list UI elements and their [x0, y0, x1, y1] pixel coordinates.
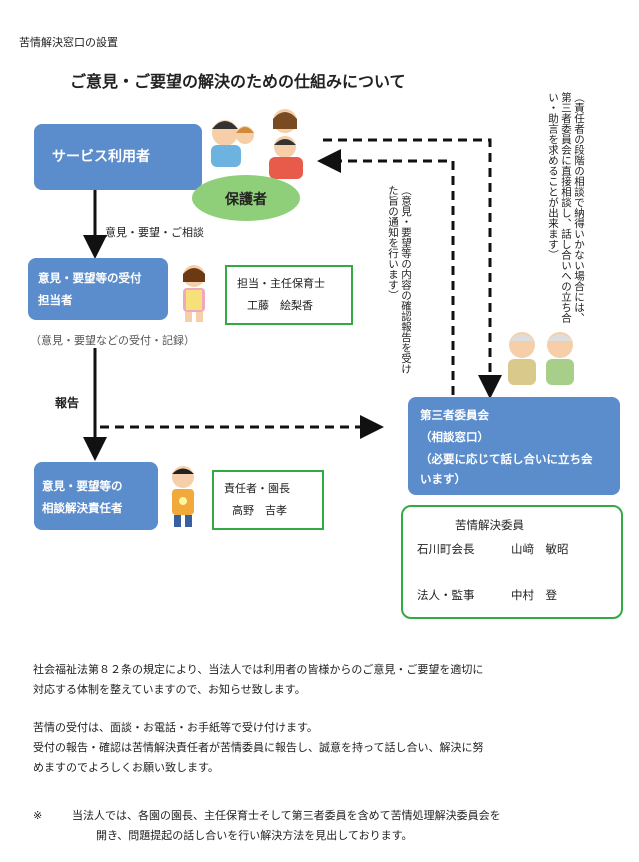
arrow-third-party-to-user: [317, 149, 455, 395]
resolver-box: 意見・要望等の 相談解決責任者: [34, 462, 158, 530]
header-label: 苦情解決窓口の設置: [19, 36, 118, 49]
service-user-label: サービス利用者: [52, 149, 150, 165]
paragraph-2-line1: 苦情の受付は、面談・お電話・お手紙等で受け付けます。: [33, 721, 318, 734]
committee-box: 苦情解決委員 石川町会長 山﨑 敏昭 法人・監事 中村 登: [401, 505, 623, 619]
guardian-label: 保護者: [225, 192, 267, 208]
committee-row1-name: 山﨑 敏昭: [511, 542, 569, 556]
reception-staff-role: 担当・主任保育士: [237, 277, 325, 290]
arrow1-label: 意見・要望・ご相談: [105, 226, 204, 239]
note-mark: ※: [33, 809, 43, 822]
family-illustration: [211, 109, 303, 179]
resolver-illustration: [172, 466, 194, 527]
paragraph-1-line2: 対応する体制を整えていますので、お知らせ致します。: [33, 683, 306, 696]
resolver-staff-name: 高野 吉孝: [232, 504, 287, 517]
elderly-illustration: [508, 332, 574, 385]
reception-box: 意見・要望等の受付 担当者: [28, 258, 168, 320]
paragraph-2-line2: 受付の報告・確認は苦情解決責任者が苦情委員に報告し、誠意を持って話し合い、解決に…: [33, 741, 484, 754]
guardian-oval: 保護者: [192, 175, 300, 221]
third-party-line2: （相談窓口）: [420, 430, 489, 444]
note-line2: 開き、問題提起の話し合いを行い解決方法を見出しております。: [96, 829, 413, 842]
paragraph-2: 苦情の受付は、面談・お電話・お手紙等で受け付けます。 受付の報告・確認は苦情解決…: [33, 718, 483, 778]
vertical-note-direct-consult: （責任者の段階の相談で納得いかない場合には、第三者委員会に直接相談し、話し合いへ…: [547, 92, 585, 323]
reception-title-line1: 意見・要望等の受付: [38, 271, 142, 285]
committee-row1-role: 石川町会長: [417, 542, 475, 556]
paragraph-1: 社会福祉法第８２条の規定により、当法人では利用者の皆様からのご意見・ご要望を適切…: [33, 660, 483, 700]
vertical-note-notification: （意見・要望等の内容の確認報告を受けた旨の通知を行います）: [387, 185, 412, 374]
note-paragraph: 当法人では、各園の園長、主任保育士そして第三者委員を含めて苦情処理解決委員会を …: [72, 806, 501, 846]
resolver-staff-role: 責任者・園長: [224, 482, 290, 495]
third-party-line1: 第三者委員会: [420, 408, 489, 422]
third-party-line3: （必要に応じて話し合いに立ち会: [420, 452, 593, 466]
reception-staff-name: 工藤 絵梨香: [247, 299, 313, 312]
resolver-title-line2: 相談解決責任者: [42, 501, 123, 515]
committee-heading: 苦情解決委員: [455, 518, 524, 532]
reception-title-line2: 担当者: [38, 293, 73, 307]
arrow-user-to-third-party: [323, 138, 502, 399]
paragraph-2-line3: めますのでよろしくお願い致します。: [33, 761, 219, 774]
committee-row2-name: 中村 登: [511, 588, 557, 602]
third-party-line4: います）: [420, 472, 466, 486]
page-title: ご意見・ご要望の解決のための仕組みについて: [70, 72, 406, 91]
committee-row2-role: 法人・監事: [417, 588, 475, 602]
resolver-title-line1: 意見・要望等の: [42, 479, 123, 493]
report-label: 報告: [55, 396, 80, 410]
resolver-staff-box: 責任者・園長 高野 吉孝: [212, 470, 324, 530]
third-party-box: 第三者委員会 （相談窓口） （必要に応じて話し合いに立ち会 います）: [408, 397, 620, 495]
note-line1: 当法人では、各園の園長、主任保育士そして第三者委員を含めて苦情処理解決委員会を: [72, 809, 501, 822]
reception-note: （意見・要望などの受付・記録）: [30, 334, 195, 347]
paragraph-1-line1: 社会福祉法第８２条の規定により、当法人では利用者の皆様からのご意見・ご要望を適切…: [33, 663, 484, 676]
reception-staff-box: 担当・主任保育士 工藤 絵梨香: [225, 265, 353, 325]
service-user-box: サービス利用者: [34, 124, 202, 190]
reception-staff-illustration: [183, 265, 205, 322]
